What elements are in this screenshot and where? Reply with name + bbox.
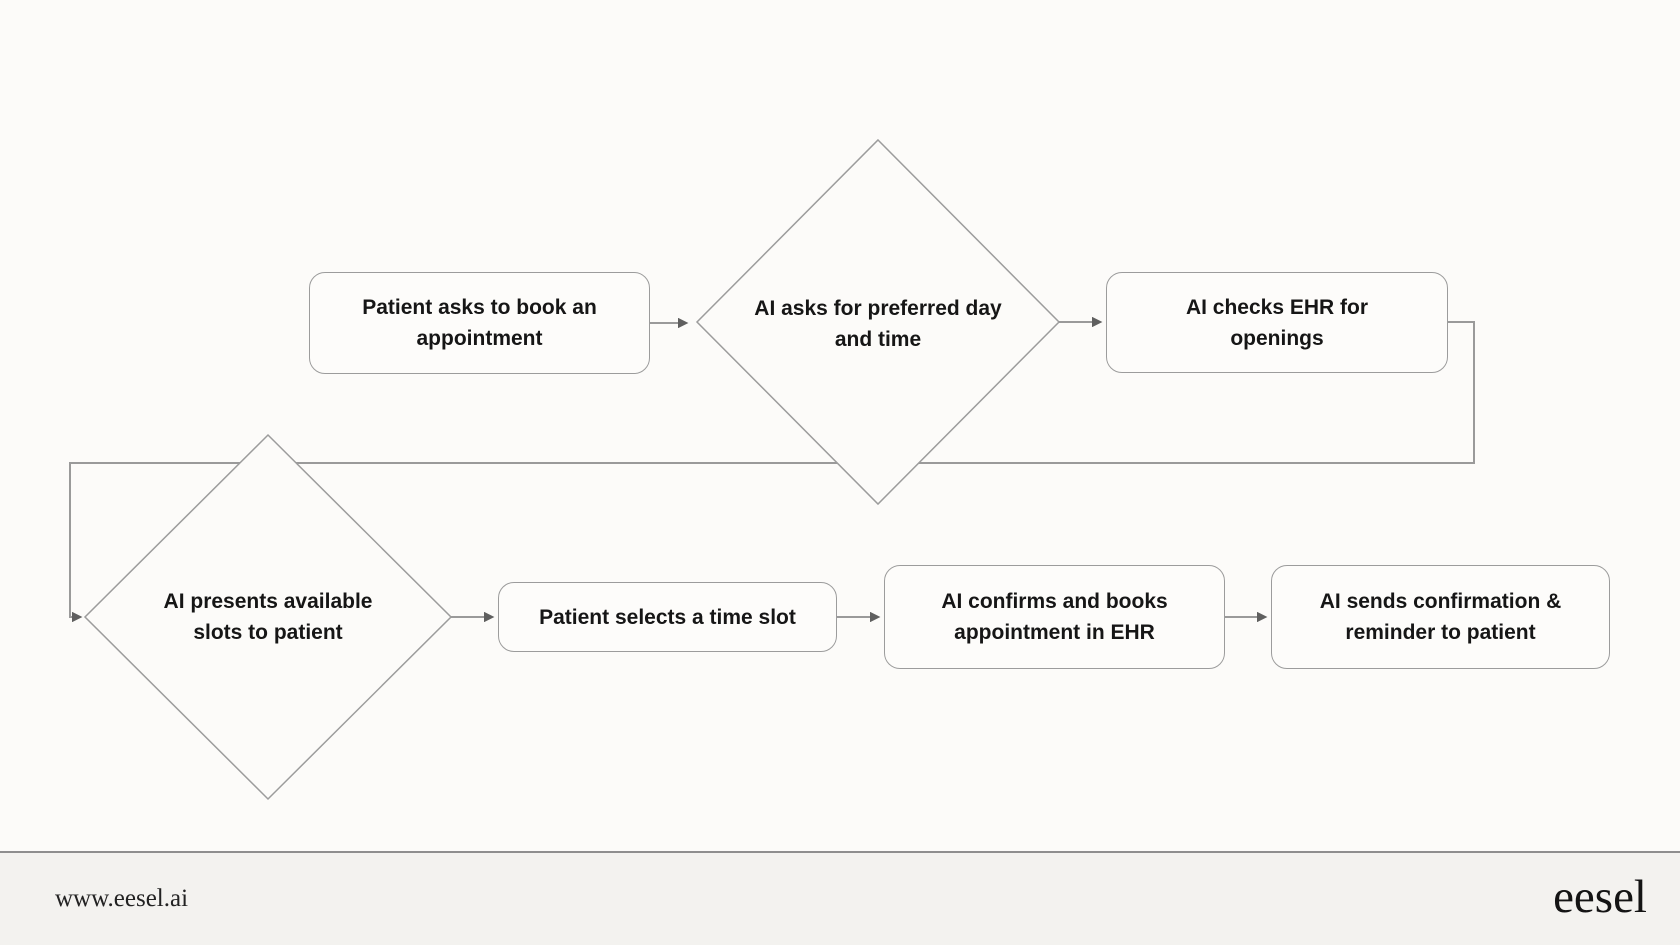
- node-patient-asks: Patient asks to book an appointment: [309, 272, 650, 374]
- node-ai-confirms-books: AI confirms and books appointment in EHR: [884, 565, 1225, 669]
- footer-website-url: www.eesel.ai: [55, 885, 189, 912]
- node-ai-sends-confirmation: AI sends confirmation & reminder to pati…: [1271, 565, 1610, 669]
- eesel-logo: eesel: [1553, 870, 1647, 923]
- footer-bar: www.eesel.ai eesel: [0, 851, 1680, 945]
- decision-diamond-ai-presents-slots: [83, 433, 453, 801]
- node-patient-selects-slot: Patient selects a time slot: [498, 582, 837, 652]
- decision-diamond-ai-asks-day-time: [695, 138, 1061, 506]
- node-ai-checks-ehr: AI checks EHR for openings: [1106, 272, 1448, 373]
- connector-ehr-to-presents-slots: [69, 321, 1475, 623]
